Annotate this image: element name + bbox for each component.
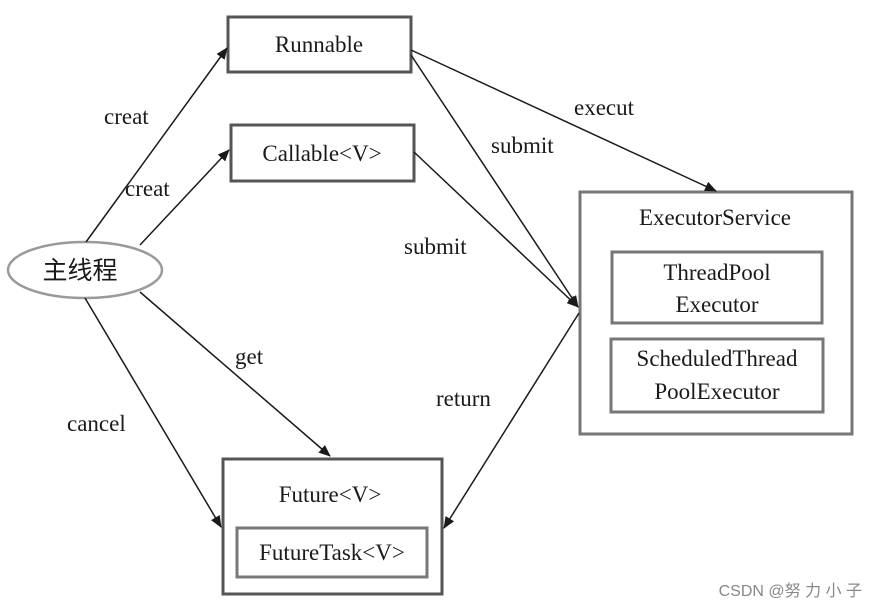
label-submit-callable: submit [404,234,467,259]
thread-pool-executor-box [610,250,824,325]
main-thread-label: 主线程 [42,257,117,285]
label-execut: execut [574,95,635,120]
arrow-creat-callable [139,149,230,246]
thread-pool-executor-label-line1: ThreadPool [663,260,770,285]
label-get: get [235,344,264,369]
label-creat-runnable: creat [104,104,149,129]
scheduled-executor-label-line1: ScheduledThread [637,346,798,371]
future-task-label: FutureTask<V> [259,540,405,565]
scheduled-executor-label-line2: PoolExecutor [654,379,780,404]
arrow-submit-callable [413,151,579,308]
callable-box [229,123,416,183]
arrow-execut [410,49,717,192]
scheduled-thread-pool-executor-box [609,337,825,414]
arrow-submit-runnable [410,54,579,308]
runnable-label: Runnable [275,32,363,57]
thread-pool-executor-label-line2: Executor [675,292,758,317]
label-creat-callable: creat [125,176,170,201]
label-cancel: cancel [67,411,126,436]
label-submit-runnable: submit [491,133,554,158]
arrow-get [139,291,331,457]
runnable-box [226,15,413,74]
label-return: return [436,386,491,411]
watermark: CSDN @努 力 小 子 [719,582,862,600]
callable-label: Callable<V> [262,141,381,166]
arrow-cancel [84,297,222,528]
arrow-return [443,312,580,529]
future-task-box [235,526,429,579]
arrow-creat-runnable [85,47,228,243]
future-label: Future<V> [279,482,382,507]
executor-service-label: ExecutorService [639,205,791,230]
